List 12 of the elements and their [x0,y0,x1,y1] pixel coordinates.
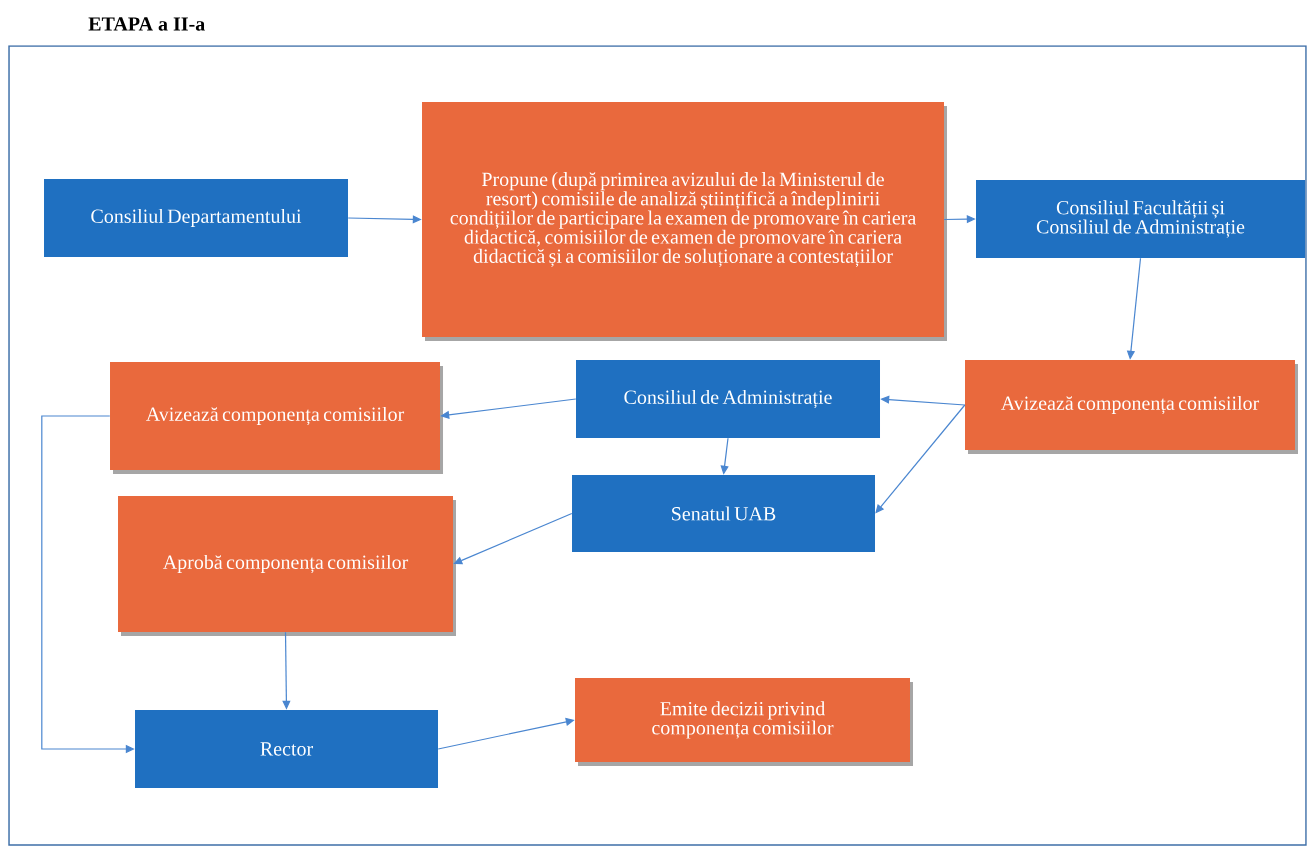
action-box: Avizează componența comisiilor [965,360,1298,454]
body-box: Consiliul Departamentului [44,179,348,257]
body-box: Rector [135,710,438,788]
body-box: Senatul UAB [572,475,875,552]
arrow [453,512,573,565]
action-box: Emite decizii privind componența comisiilor [575,678,913,766]
body-box: Consiliul de Administrație [576,360,880,438]
action-box: Aprobă componența comisiilor [118,496,456,636]
action-box: Avizează componența comisiilor [110,362,443,474]
body-box: Consiliul Facultății și Consiliul de Administrație [976,180,1305,258]
action-box: Propune (după primirea avizului de la Ministerul de resort) comisiile de analiză științifică a îndeplinirii condițiilor de participare la examen de promovare în cariera didactică, comisiilor de examen de promovare în cariera didactică și a comisiilor de soluționare a contestațiilor [422,102,947,341]
title: ETAPA a II-a [88,17,205,31]
